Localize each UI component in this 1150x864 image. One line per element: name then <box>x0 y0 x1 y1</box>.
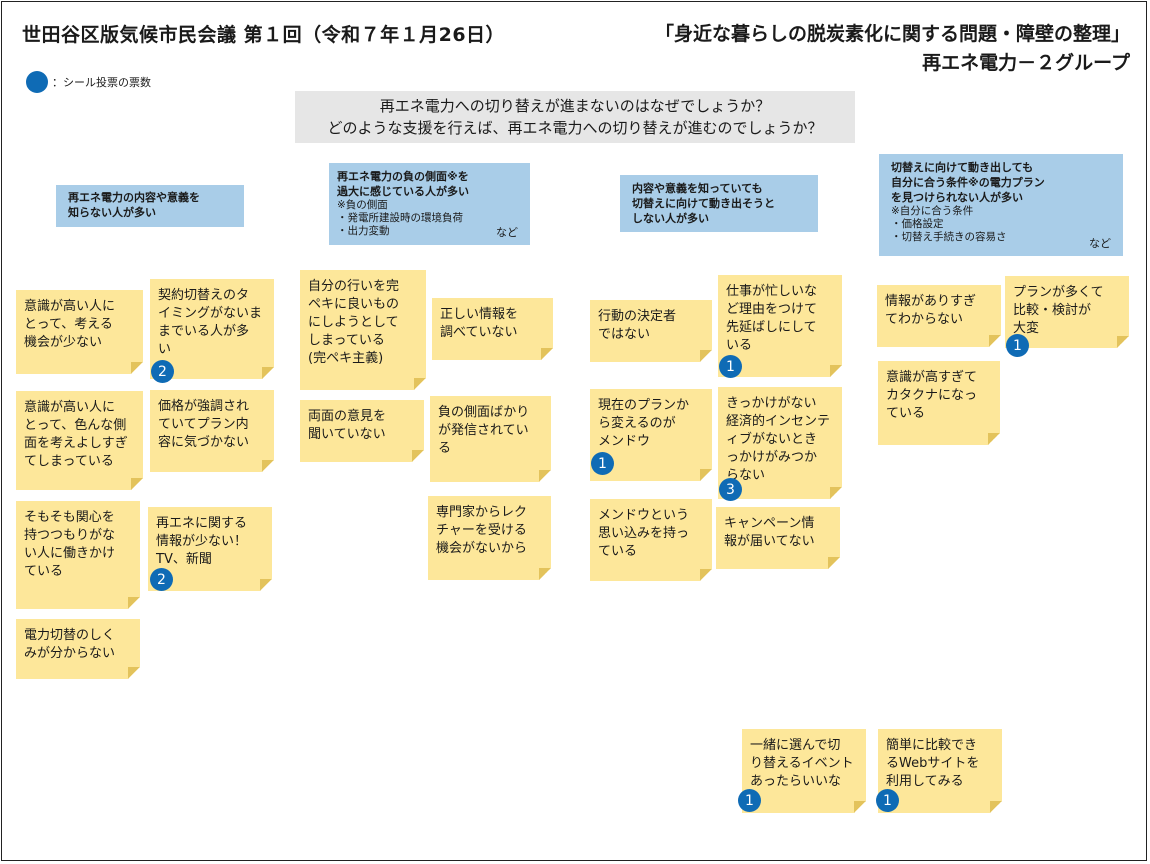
category-note: ※負の側面 ・発電所建設時の環境負荷 ・出力変動 <box>337 199 463 237</box>
sticky-note: きっかけがない 経済的インセンテ ィブがないとき っかけがみつか らない <box>718 387 842 499</box>
vote-badge: 1 <box>738 789 761 812</box>
sticky-note: そもそも関心を 持つつもりがな い人に働きかけ ている <box>16 501 140 609</box>
sticky-text: きっかけがない 経済的インセンテ ィブがないとき っかけがみつか らない <box>726 396 831 483</box>
group-name: 再エネ電力－２グループ <box>922 52 1130 74</box>
vote-badge: 2 <box>150 568 173 591</box>
sticky-note: 行動の決定者 ではない <box>590 300 712 362</box>
sticky-text: 仕事が忙しいな ど理由をつけて 先延ばしにして いる <box>726 284 818 353</box>
sticky-note: キャンペーン情 報が届いてない <box>716 507 840 569</box>
vote-badge: 1 <box>876 789 899 812</box>
sticky-text: そもそも関心を 持つつもりがな い人に働きかけ ている <box>24 510 116 579</box>
sticky-text: 意識が高すぎて カタクナになっ ている <box>886 370 978 421</box>
sticky-text: 両面の意見を 聞いていない <box>308 409 387 442</box>
sticky-text: 一緒に選んで切 り替えるイベント あったらいいな <box>750 738 854 789</box>
sticky-text: 現在のプランか ら変えるのが メンドウ <box>598 398 690 449</box>
sticky-note: 意識が高い人に とって、考える 機会が少ない <box>16 290 143 374</box>
vote-badge: 2 <box>151 360 174 383</box>
discussion-question: 再エネ電力への切り替えが進まないのはなぜでしょうか？ どのような支援を行えば、再… <box>295 91 855 143</box>
sticky-text: 情報がありすぎ てわからない <box>885 294 977 327</box>
sticky-text: キャンペーン情 報が届いてない <box>724 516 815 549</box>
category-header: 内容や意義を知っていても 切替えに向けて動き出そうと しない人が多い <box>620 175 818 232</box>
vote-legend: ：シール投票の票数 <box>26 71 151 93</box>
sticky-text: 専門家からレク チャーを受ける 機会がないから <box>436 505 528 556</box>
category-etc: など <box>496 226 518 239</box>
vote-badge: 1 <box>591 452 614 475</box>
sticky-text: 負の側面ばかり が発信されてい る <box>438 405 530 456</box>
category-title: 再エネ電力の内容や意義を 知らない人が多い <box>68 191 200 219</box>
vote-sticker-icon <box>26 71 48 93</box>
vote-badge: 1 <box>1006 334 1029 357</box>
sticky-text: 自分の行いを完 ペキに良いもの にしようとして しまっている (完ペキ主義) <box>308 279 400 366</box>
sticky-text: 価格が強調され ていてプラン内 容に気づかない <box>158 399 250 450</box>
sticky-note: 意識が高い人に とって、色んな側 面を考えよしすぎ てしまっている <box>16 391 143 490</box>
category-header: 再エネ電力の負の側面※を 過大に感じている人が多い ※負の側面 ・発電所建設時の… <box>329 163 530 245</box>
question-line2: どのような支援を行えば、再エネ電力への切り替えが進むのでしょうか？ <box>327 119 823 137</box>
sticky-note: プランが多くて 比較・検討が 大変 <box>1005 276 1129 348</box>
sticky-note: 自分の行いを完 ペキに良いもの にしようとして しまっている (完ペキ主義) <box>300 270 426 390</box>
sticky-text: プランが多くて 比較・検討が 大変 <box>1013 285 1104 336</box>
sticky-note: 専門家からレク チャーを受ける 機会がないから <box>428 496 551 580</box>
sticky-note: メンドウという 思い込みを持っ ている <box>590 499 712 581</box>
category-note: ※自分に合う条件 ・価格設定 ・切替え手続きの容易さ <box>891 205 1007 243</box>
sticky-text: メンドウという 思い込みを持っ ている <box>598 508 690 559</box>
legend-label: ：シール投票の票数 <box>52 76 151 89</box>
sticky-note: 電力切替のしく みが分からない <box>16 619 140 679</box>
sticky-note: 価格が強調され ていてプラン内 容に気づかない <box>150 390 274 472</box>
category-title: 再エネ電力の負の側面※を 過大に感じている人が多い <box>337 170 469 198</box>
category-title: 切替えに向けて動き出しても 自分に合う条件※の電力プラン を見つけられない人が多… <box>891 161 1045 204</box>
sticky-text: 簡単に比較でき るWebサイトを 利用してみる <box>886 738 980 789</box>
sticky-text: 正しい情報を 調べていない <box>440 307 519 340</box>
sticky-note: 一緒に選んで切 り替えるイベント あったらいいな <box>742 729 866 813</box>
sticky-text: 行動の決定者 ではない <box>598 309 677 342</box>
question-line1: 再エネ電力への切り替えが進まないのはなぜでしょうか？ <box>379 97 771 115</box>
sticky-text: 契約切替えのタ イミングがないま までいる人が多 い <box>158 288 263 357</box>
category-header: 切替えに向けて動き出しても 自分に合う条件※の電力プラン を見つけられない人が多… <box>879 154 1123 256</box>
sticky-note: 意識が高すぎて カタクナになっ ている <box>878 361 1000 445</box>
vote-badge: 3 <box>719 478 742 501</box>
topic-title-line1: 「身近な暮らしの脱炭素化に関する問題・障壁の整理」 <box>654 23 1130 45</box>
category-header: 再エネ電力の内容や意義を 知らない人が多い <box>56 185 244 227</box>
sticky-note: 負の側面ばかり が発信されてい る <box>430 396 551 482</box>
topic-title: 「身近な暮らしの脱炭素化に関する問題・障壁の整理」 再エネ電力－２グループ <box>530 20 1130 78</box>
sticky-text: 意識が高い人に とって、色んな側 面を考えよしすぎ てしまっている <box>24 400 128 469</box>
sticky-note: 情報がありすぎ てわからない <box>877 285 1001 347</box>
sticky-text: 電力切替のしく みが分からない <box>24 628 116 661</box>
vote-badge: 1 <box>719 355 742 378</box>
category-title: 内容や意義を知っていても 切替えに向けて動き出そうと しない人が多い <box>632 182 775 225</box>
meeting-title: 世田谷区版気候市民会議 第１回（令和７年１月26日） <box>22 24 506 46</box>
sticky-note: 契約切替えのタ イミングがないま までいる人が多 い <box>150 279 274 379</box>
sticky-text: 再エネに関する 情報が少ない！ TV、新聞 <box>156 516 248 567</box>
category-etc: など <box>1089 237 1111 250</box>
sticky-text: 意識が高い人に とって、考える 機会が少ない <box>24 299 116 350</box>
sticky-note: 両面の意見を 聞いていない <box>300 400 424 462</box>
sticky-note: 正しい情報を 調べていない <box>432 298 553 360</box>
